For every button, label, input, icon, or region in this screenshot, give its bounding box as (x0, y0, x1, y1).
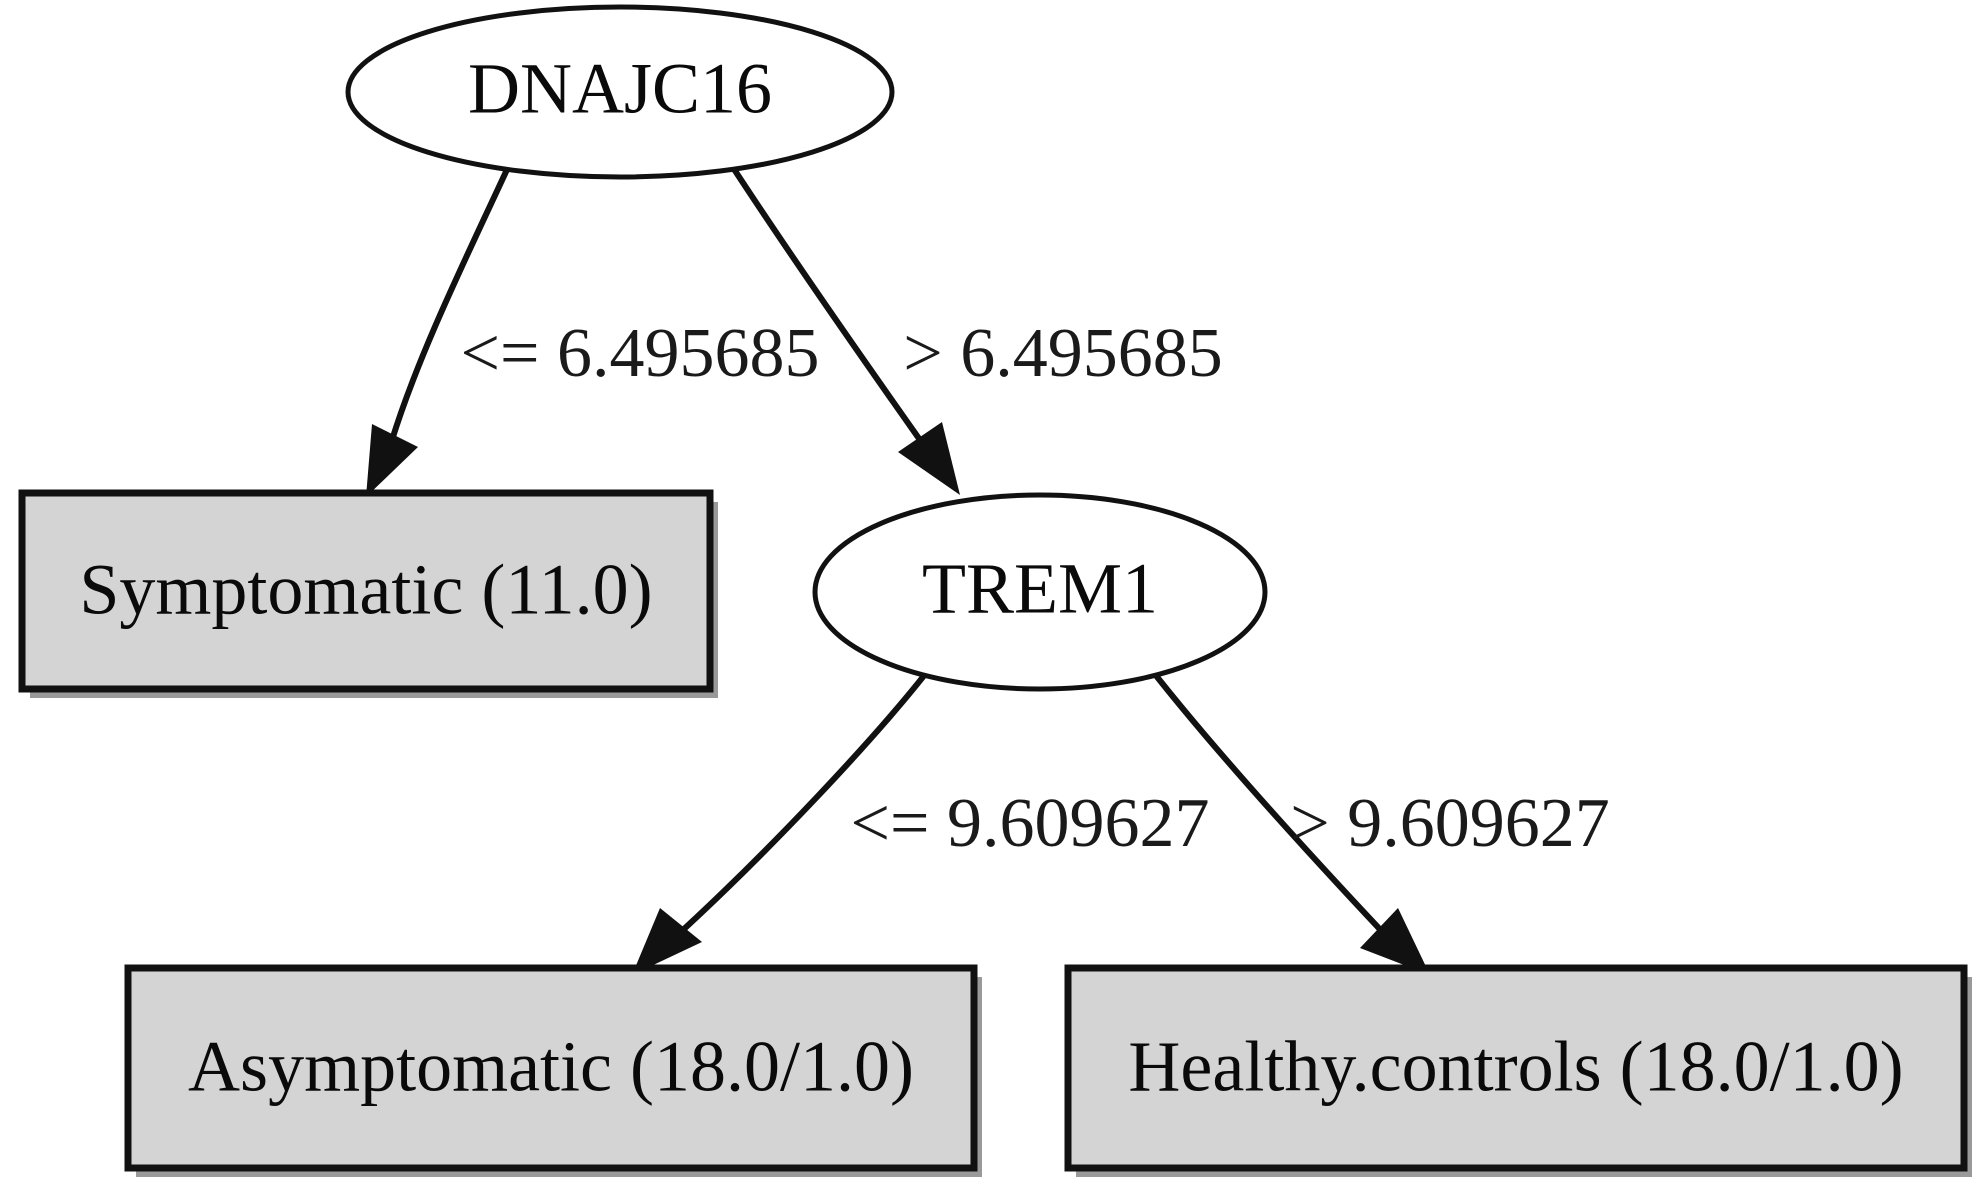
asymptomatic-box[interactable] (124, 964, 978, 1172)
healthy-controls-box[interactable] (1064, 964, 1968, 1172)
trem1-ellipse[interactable] (812, 492, 1268, 692)
edge-root-right (727, 160, 960, 495)
edge-root-right-arrowhead (898, 422, 960, 495)
split-node-dnajc16[interactable]: DNAJC16 (345, 4, 895, 180)
asymptomatic-label: Asymptomatic (18.0/1.0) (188, 1027, 914, 1107)
edge-label-root-right: > 6.495685 (903, 315, 1222, 392)
edge-trem1-right (1137, 652, 1430, 975)
healthy-controls-label: Healthy.controls (18.0/1.0) (1128, 1027, 1903, 1107)
edge-root-left (366, 160, 513, 497)
edge-trem1-right-path (1137, 652, 1393, 943)
split-node-trem1[interactable]: TREM1 (812, 492, 1268, 692)
symptomatic-label: Symptomatic (11.0) (79, 550, 652, 630)
dnajc16-ellipse[interactable] (345, 4, 895, 180)
trem1-label: TREM1 (922, 549, 1158, 629)
leaf-node-symptomatic[interactable]: Symptomatic (11.0) (18, 489, 718, 698)
edge-trem1-left (632, 652, 943, 975)
edge-root-right-path (727, 160, 923, 443)
edge-root-left-arrowhead (366, 424, 418, 497)
edge-trem1-left-path (669, 652, 943, 943)
edge-root-left-path (389, 160, 513, 443)
symptomatic-box[interactable] (18, 489, 714, 693)
edge-trem1-left-arrowhead (632, 908, 702, 975)
edge-trem1-right-arrowhead (1360, 908, 1430, 975)
edge-label-root-left: <= 6.495685 (461, 315, 820, 392)
leaf-node-healthy-controls[interactable]: Healthy.controls (18.0/1.0) (1064, 964, 1972, 1177)
edge-label-trem1-right: > 9.609627 (1290, 785, 1609, 862)
leaf-node-asymptomatic[interactable]: Asymptomatic (18.0/1.0) (124, 964, 982, 1177)
dnajc16-label: DNAJC16 (468, 49, 772, 129)
edge-label-trem1-left: <= 9.609627 (851, 785, 1210, 862)
